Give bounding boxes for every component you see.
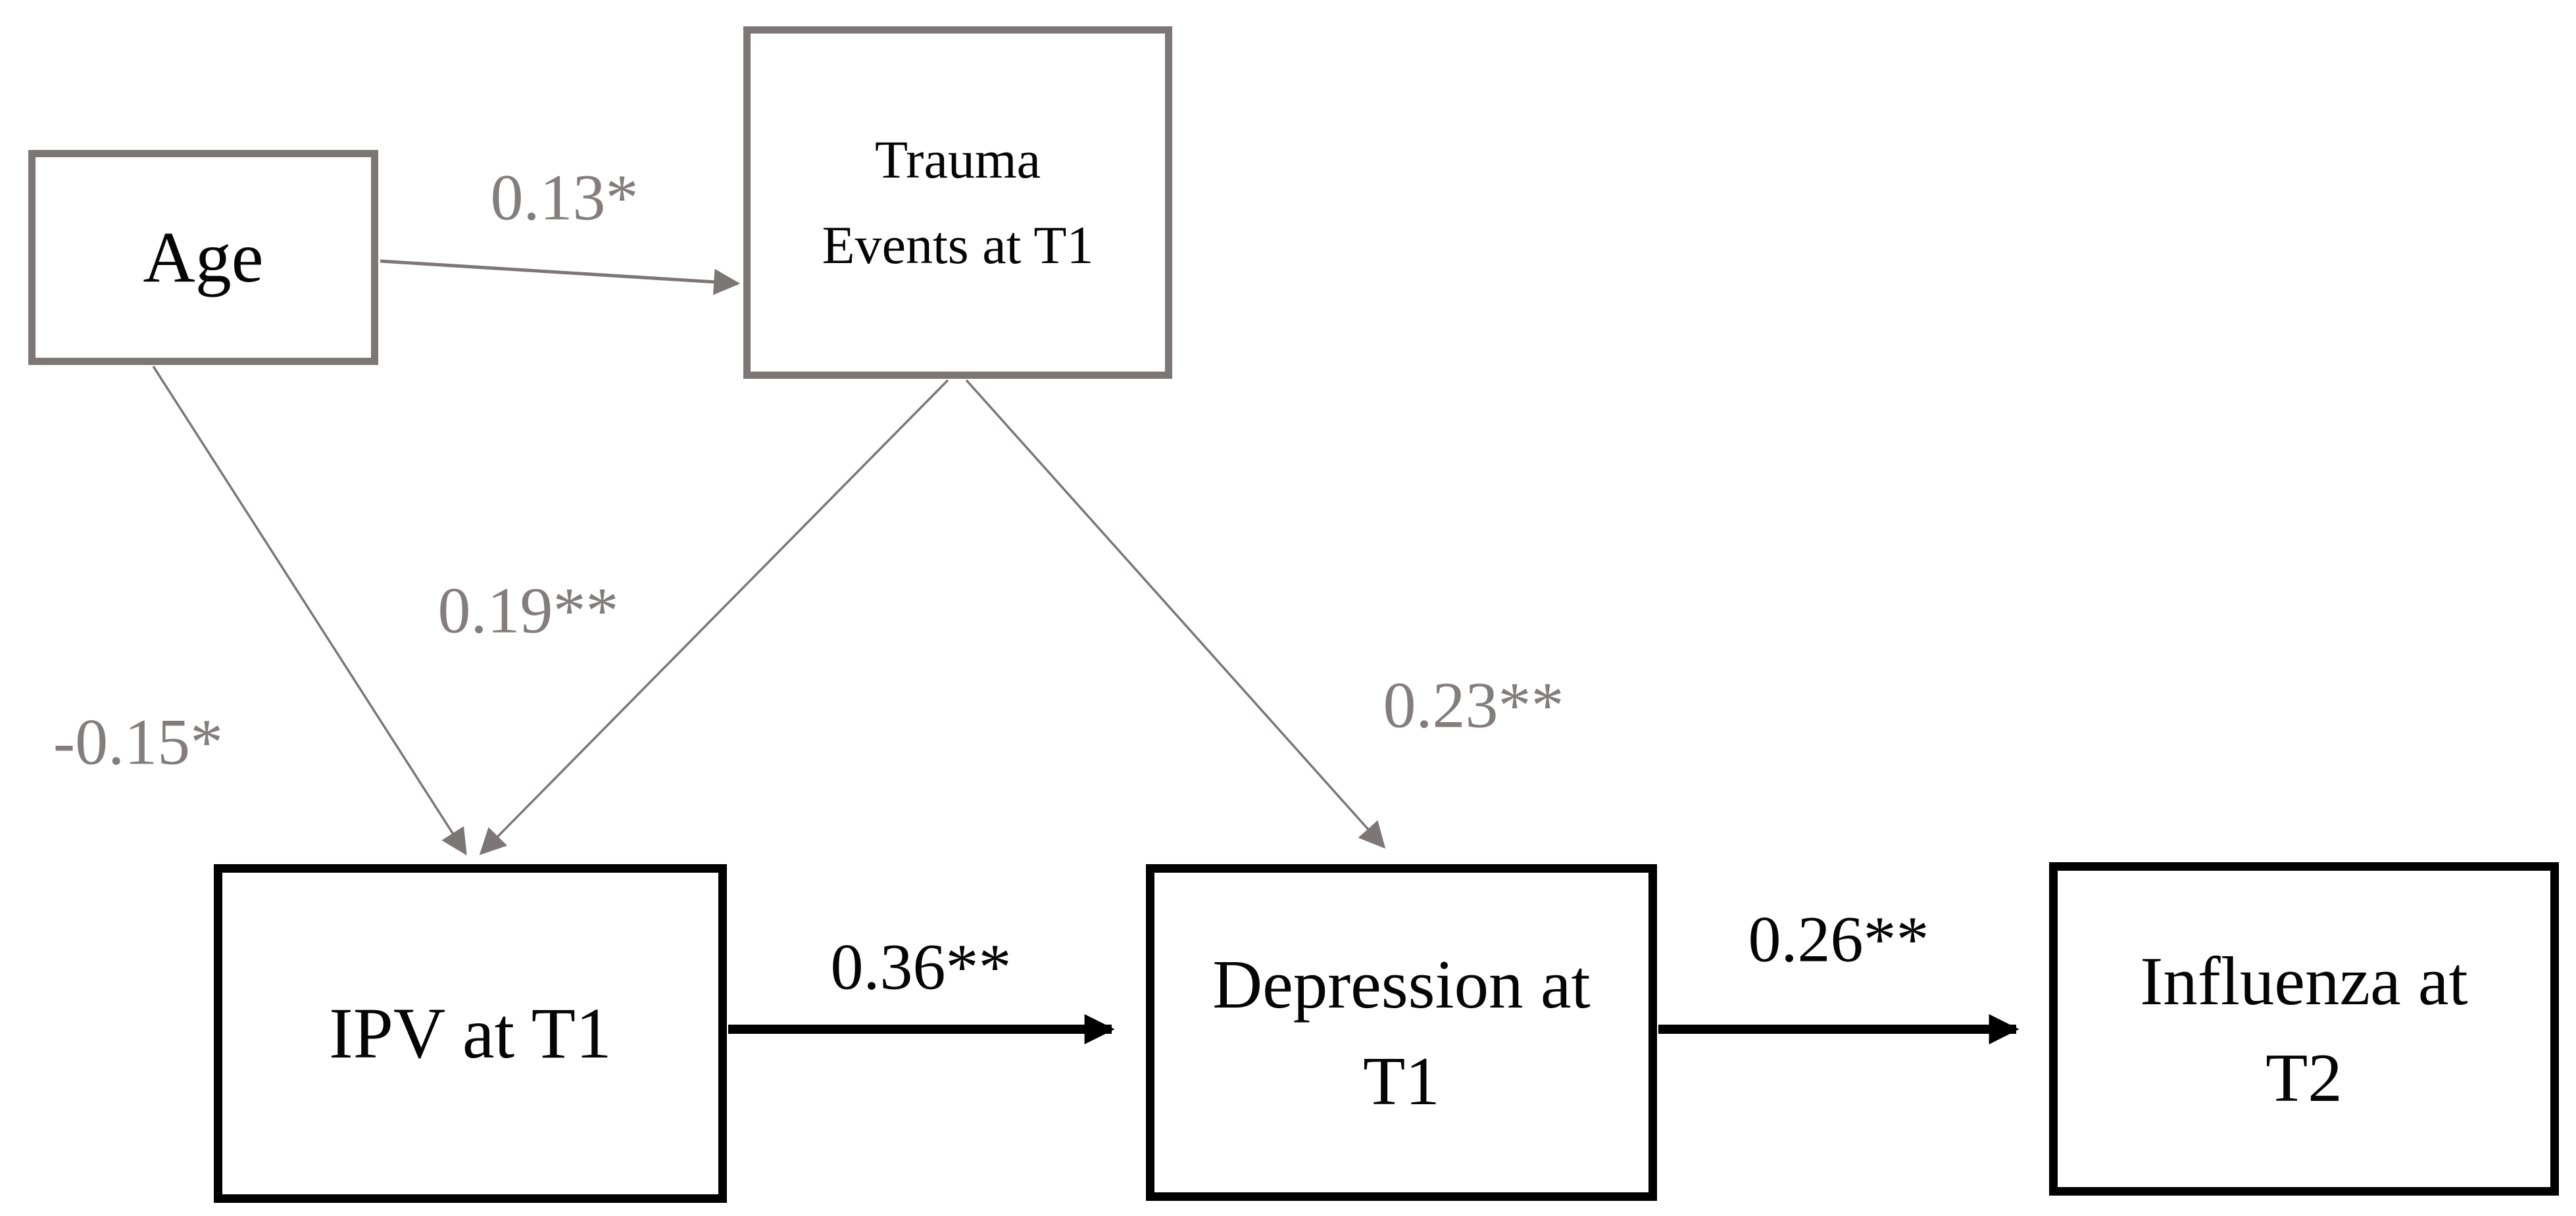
node-influenza-t2-label: Influenza at T2 — [2140, 942, 2468, 1116]
edge-age-ipv — [152, 366, 467, 856]
coefficient-trauma-ipv: 0.19** — [437, 573, 619, 647]
node-age-label: Age — [143, 217, 264, 297]
edge-age-trauma — [380, 259, 741, 295]
coefficient-age-ipv: -0.15* — [53, 705, 224, 779]
node-depression-t1-label: Depression at T1 — [1212, 946, 1591, 1119]
coefficient-age-trauma: 0.13* — [490, 160, 639, 234]
edge-trauma-depression — [965, 379, 1386, 849]
node-trauma-events-t1: Trauma Events at T1 — [743, 26, 1172, 379]
coefficient-trauma-depression: 0.23** — [1383, 668, 1564, 742]
edge-trauma-ipv — [479, 379, 949, 856]
coefficient-ipv-depression: 0.36** — [830, 930, 1012, 1004]
node-trauma-events-t1-label: Trauma Events at T1 — [822, 130, 1094, 275]
coefficient-depression-influenza: 0.26** — [1748, 902, 1929, 976]
node-age: Age — [28, 150, 378, 365]
node-ipv-t1: IPV at T1 — [214, 864, 727, 1203]
node-ipv-t1-label: IPV at T1 — [329, 993, 612, 1073]
node-influenza-t2: Influenza at T2 — [2049, 862, 2559, 1196]
node-depression-t1: Depression at T1 — [1146, 864, 1657, 1201]
